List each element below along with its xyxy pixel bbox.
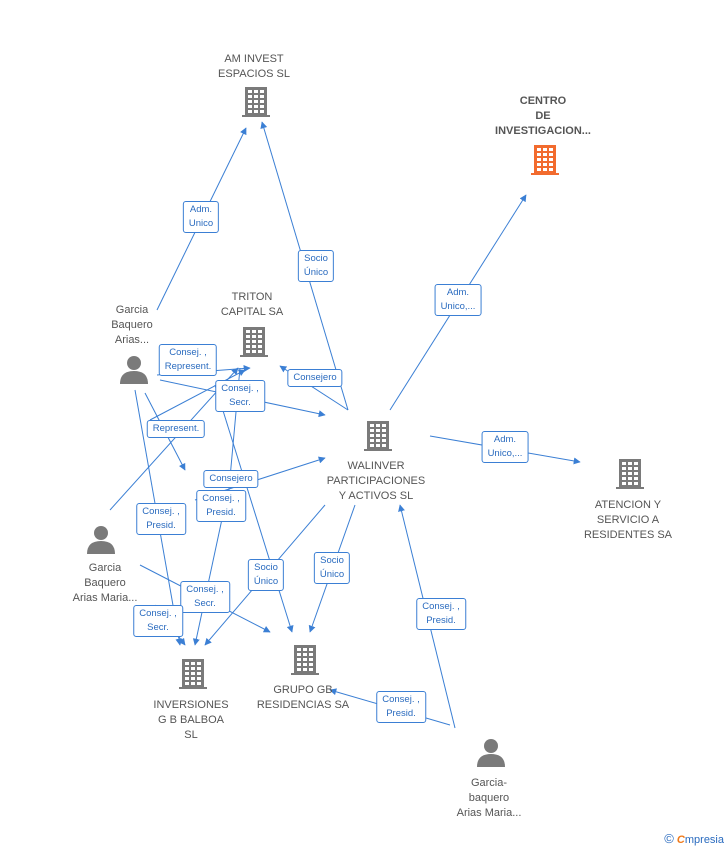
building-icon (179, 659, 207, 689)
edge-label-e12: Socio Único (247, 559, 285, 591)
brand-initial: C (676, 834, 685, 846)
edge-label-e6: Consej. , Secr. (215, 380, 265, 412)
edge-label-e2: Socio Único (297, 250, 335, 282)
person-icon (87, 526, 115, 554)
edge-label-e14: Consej. , Presid. (416, 598, 466, 630)
building-icon (291, 645, 319, 675)
edge-label-e13: Socio Único (313, 552, 351, 584)
brand-watermark: © Cmpresia (664, 831, 724, 846)
edge-label-e17: Consej. , Presid. (376, 691, 426, 723)
building-icon (240, 327, 268, 357)
edge-label-e11: Consej. , Presid. (196, 490, 246, 522)
node-label-inversiones[interactable]: INVERSIONES G B BALBOA SL (153, 699, 229, 741)
edge-label-e10: Consej. , Presid. (136, 503, 186, 535)
edge-line (149, 369, 246, 421)
node-label-person2[interactable]: Garcia Baquero Arias Maria... (72, 562, 138, 604)
edge-label-e7: Represent. (146, 420, 206, 438)
node-label-grupo-gb[interactable]: GRUPO GB RESIDENCIAS SA (256, 684, 350, 711)
node-label-centro[interactable]: CENTRO DE INVESTIGACION... (495, 95, 591, 137)
node-label-atencion[interactable]: ATENCION Y SERVICIO A RESIDENTES SA (583, 499, 673, 541)
brand-name: mpresia (684, 834, 724, 846)
edge-label-e15: Consej. , Secr. (180, 581, 230, 613)
edge-label-e1: Adm. Unico (182, 201, 220, 233)
node-label-triton[interactable]: TRITON CAPITAL SA (220, 291, 284, 318)
node-label-am-invest[interactable]: AM INVEST ESPACIOS SL (218, 53, 290, 80)
edge-label-e8: Adm. Unico,... (481, 431, 529, 463)
building-icon (531, 145, 559, 175)
person-icon (477, 739, 505, 767)
person-icon (120, 356, 148, 384)
building-icon (364, 421, 392, 451)
edge-label-e5: Consejero (287, 369, 343, 387)
copyright-symbol: © (664, 831, 674, 846)
edge-label-e9: Consejero (203, 470, 259, 488)
node-label-walinver[interactable]: WALINVER PARTICIPACIONES Y ACTIVOS SL (326, 460, 426, 502)
building-icon (242, 87, 270, 117)
edge-label-e4: Consej. , Represent. (158, 344, 218, 376)
edge-line (192, 504, 226, 646)
building-icon (616, 459, 644, 489)
node-icons (87, 87, 644, 767)
edge-label-e16: Consej. , Secr. (133, 605, 183, 637)
edge-label-e3: Adm. Unico,... (434, 284, 482, 316)
node-label-person1[interactable]: Garcia Baquero Arias... (111, 304, 153, 346)
node-label-person3[interactable]: Garcia- baquero Arias Maria... (456, 777, 522, 819)
